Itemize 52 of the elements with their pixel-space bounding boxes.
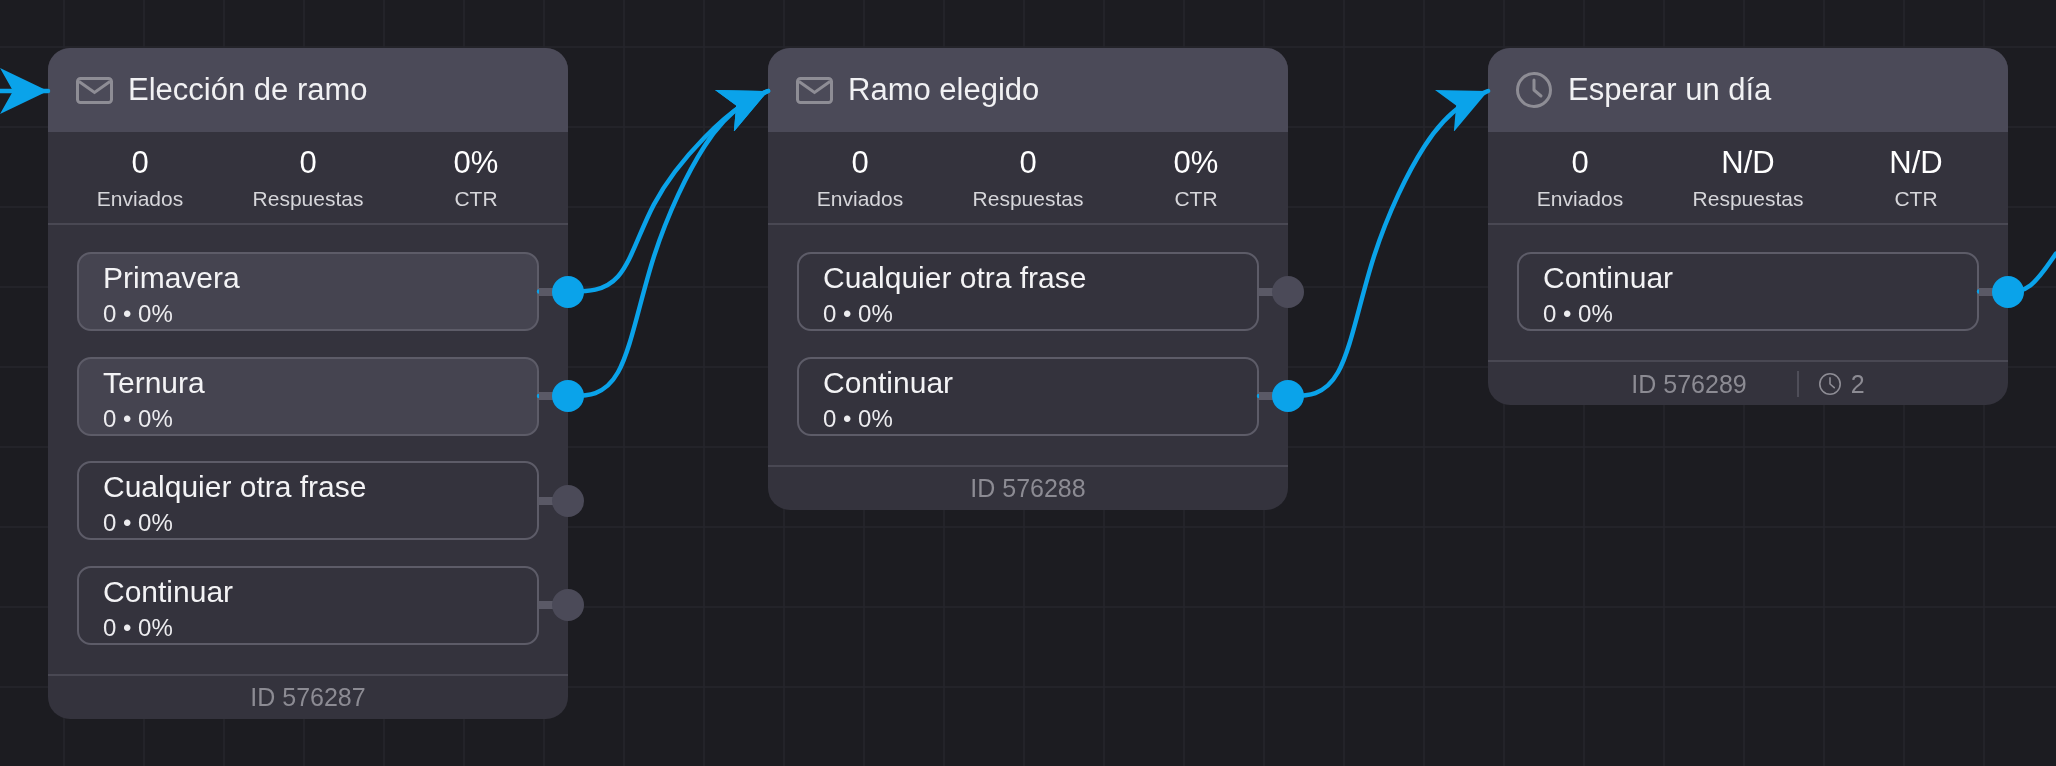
- option-title: Continuar: [1543, 261, 1674, 295]
- stat-value: 0: [1571, 145, 1589, 181]
- stat-label: CTR: [454, 185, 498, 211]
- option-title: Continuar: [823, 365, 954, 400]
- option-panel: [1517, 252, 1979, 331]
- option-stats: 0 • 0%: [823, 299, 893, 329]
- option-title: Cualquier otra frase: [823, 261, 1087, 295]
- stat-value: 0%: [1173, 145, 1219, 181]
- stat-value: 0: [131, 145, 149, 181]
- stat-label: CTR: [1174, 185, 1218, 211]
- option-panel: [77, 252, 539, 331]
- step-card: [48, 48, 568, 719]
- option-panel: [797, 252, 1259, 331]
- step-card: [1488, 48, 2008, 405]
- option-panel: [77, 565, 539, 645]
- option-stats: 0 • 0%: [1543, 299, 1613, 329]
- stat-value: 0: [851, 145, 869, 181]
- arrow: [536, 88, 771, 399]
- option-stats: 0 • 0%: [103, 403, 173, 434]
- node-id: ID 576287: [250, 682, 366, 712]
- option-stats: 0 • 0%: [103, 612, 173, 643]
- stat-value: 0: [1019, 145, 1037, 181]
- step-card: [768, 48, 1288, 510]
- stat-label: Respuestas: [972, 185, 1084, 211]
- stat-label: Enviados: [816, 185, 904, 211]
- card-title: Ramo elegido: [848, 72, 1040, 108]
- option-title: Primavera: [103, 261, 240, 295]
- option-panel: [77, 461, 539, 540]
- node-id: ID 576288: [970, 473, 1086, 503]
- stat-label: Enviados: [1536, 185, 1624, 211]
- node-id: ID 576289: [1631, 368, 1747, 399]
- option-title: Cualquier otra frase: [103, 470, 367, 504]
- arrow: [1256, 88, 1491, 399]
- stat-value: N/D: [1721, 145, 1775, 181]
- stat-label: Enviados: [96, 185, 184, 211]
- stat-value: 0%: [453, 145, 499, 181]
- delay-count: 2: [1850, 368, 1865, 399]
- stat-label: Respuestas: [1692, 185, 1804, 211]
- stat-value: 0: [299, 145, 317, 181]
- stat-label: Respuestas: [252, 185, 364, 211]
- option-panel: [77, 356, 539, 436]
- arrow: [0, 68, 51, 114]
- card-title: Elección de ramo: [128, 72, 368, 108]
- option-panel: [797, 356, 1259, 436]
- option-title: Ternura: [103, 365, 205, 400]
- option-stats: 0 • 0%: [103, 508, 173, 538]
- stat-label: CTR: [1894, 185, 1938, 211]
- option-stats: 0 • 0%: [103, 299, 173, 329]
- stat-value: N/D: [1889, 145, 1943, 181]
- option-stats: 0 • 0%: [823, 403, 893, 434]
- option-title: Continuar: [103, 574, 234, 609]
- card-title: Esperar un día: [1568, 72, 1772, 108]
